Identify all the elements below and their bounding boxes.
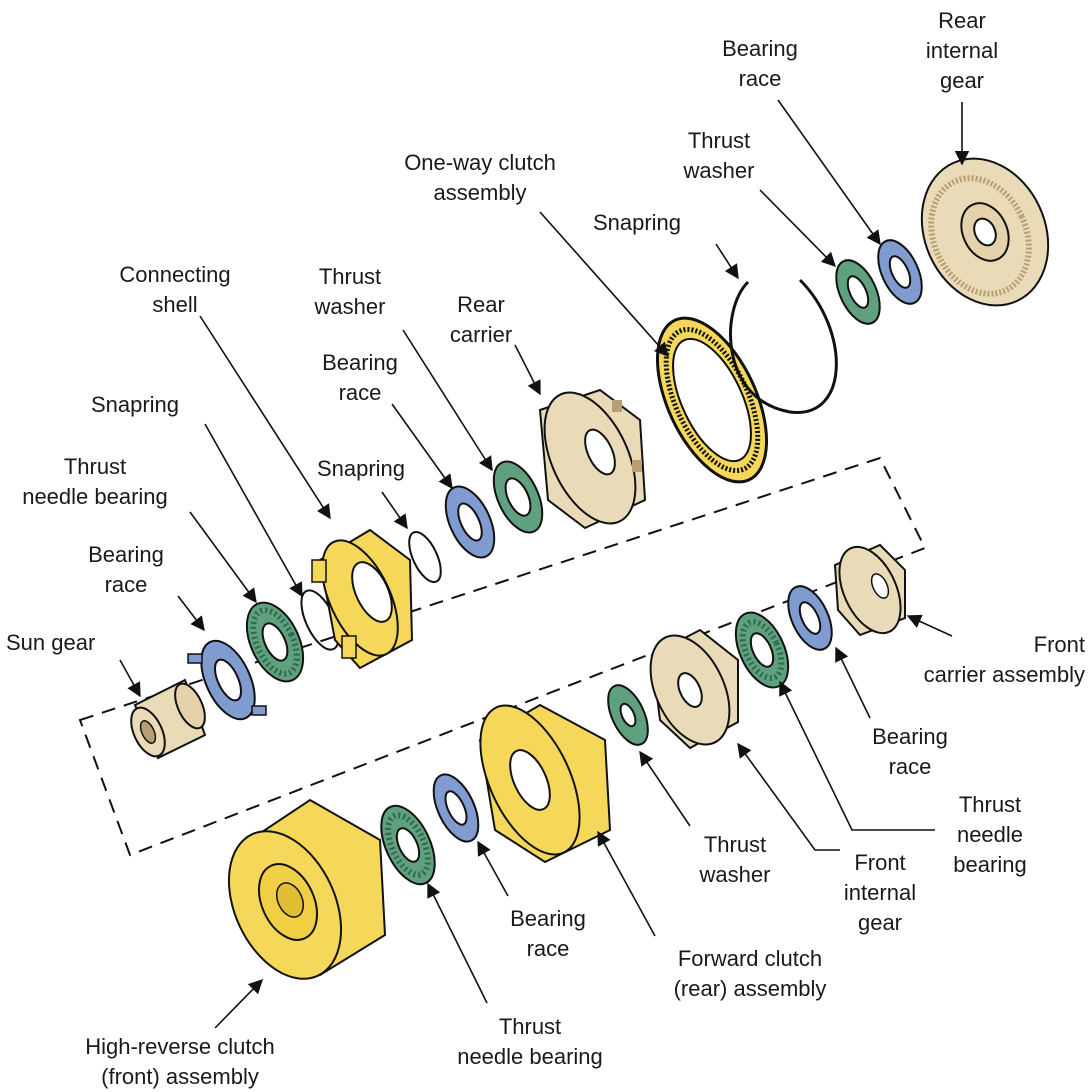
label-snapring-top: Snapring bbox=[582, 208, 692, 238]
leader-bearing-race-right bbox=[836, 648, 870, 718]
leader-snapring-top bbox=[716, 244, 738, 278]
label-one-way-clutch: One-way clutch assembly bbox=[380, 148, 580, 208]
label-thrust-needle-low: Thrust needle bearing bbox=[435, 1012, 625, 1072]
label-bearing-race-left: Bearing race bbox=[66, 540, 186, 600]
label-thrust-needle-right: Thrust needle bearing bbox=[940, 790, 1040, 880]
bearing-race-low-part bbox=[424, 768, 487, 848]
leader-snapring-left bbox=[205, 424, 302, 596]
leader-bearing-race-left bbox=[178, 596, 204, 630]
label-thrust-needle-left: Thrust needle bearing bbox=[10, 452, 180, 512]
front-carrier-part bbox=[827, 537, 913, 642]
bearing-race-right-part bbox=[779, 580, 840, 657]
bearing-race-mid-part bbox=[436, 479, 504, 565]
label-front-internal-gear: Front internal gear bbox=[830, 848, 930, 938]
rear-carrier-part bbox=[526, 378, 654, 537]
leader-thrust-needle-low bbox=[428, 884, 487, 1003]
leader-bearing-race-low bbox=[478, 842, 508, 896]
thrust-washer-mid-part bbox=[484, 454, 552, 540]
label-bearing-race-top: Bearing race bbox=[700, 34, 820, 94]
label-forward-clutch: Forward clutch (rear) assembly bbox=[650, 944, 850, 1004]
leader-thrust-needle-left bbox=[190, 512, 256, 602]
forward-clutch-part bbox=[460, 691, 610, 870]
label-high-reverse-clutch: High-reverse clutch (front) assembly bbox=[60, 1032, 300, 1092]
thrust-washer-low-part bbox=[600, 679, 656, 751]
front-internal-gear-part bbox=[635, 623, 746, 757]
label-thrust-washer-low: Thrust washer bbox=[685, 830, 785, 890]
label-snapring-left: Snapring bbox=[80, 390, 190, 420]
leader-bearing-race-top bbox=[778, 100, 880, 244]
leader-snapring-mid bbox=[382, 492, 407, 528]
leader-rear-carrier bbox=[515, 345, 540, 394]
leader-connecting-shell bbox=[200, 316, 330, 518]
label-bearing-race-right: Bearing race bbox=[850, 722, 970, 782]
high-reverse-clutch-part bbox=[207, 800, 385, 997]
label-front-carrier: Front carrier assembly bbox=[900, 630, 1085, 690]
leader-thrust-washer-low bbox=[640, 752, 690, 826]
label-thrust-washer-mid: Thrust washer bbox=[300, 262, 400, 322]
leader-thrust-washer-top bbox=[760, 190, 835, 266]
label-rear-internal-gear: Rear internal gear bbox=[922, 6, 1002, 96]
label-snapring-mid: Snapring bbox=[306, 454, 416, 484]
label-bearing-race-mid: Bearing race bbox=[300, 348, 420, 408]
label-thrust-washer-top: Thrust washer bbox=[664, 126, 774, 186]
label-rear-carrier: Rear carrier bbox=[436, 290, 526, 350]
one-way-clutch-part bbox=[635, 302, 789, 499]
label-connecting-shell: Connecting shell bbox=[100, 260, 250, 320]
rear-internal-gear-part bbox=[899, 138, 1072, 326]
label-sun-gear: Sun gear bbox=[6, 628, 126, 658]
leader-sun-gear bbox=[120, 660, 140, 696]
leader-high-reverse-clutch bbox=[215, 980, 262, 1028]
label-bearing-race-low: Bearing race bbox=[488, 904, 608, 964]
